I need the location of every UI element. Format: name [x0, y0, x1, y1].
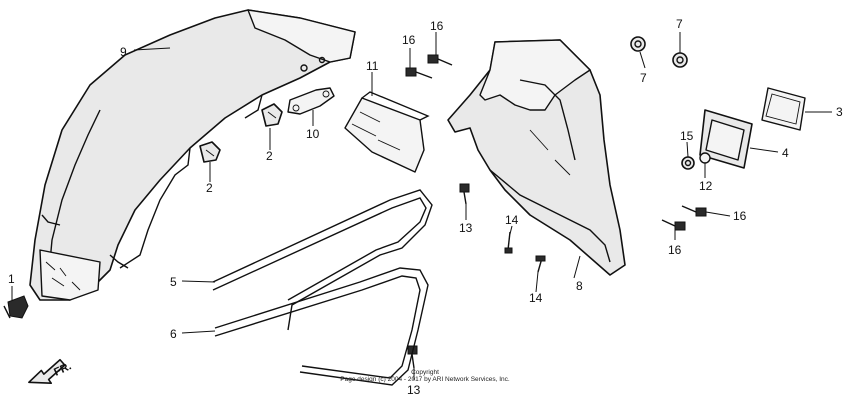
- callout-5: 5: [170, 275, 177, 289]
- callout-13-upper: 13: [459, 221, 473, 235]
- bolt-part-13-upper[interactable]: [459, 183, 470, 205]
- callout-14-upper: 14: [505, 213, 519, 227]
- trim-strip-part-6[interactable]: [214, 267, 429, 386]
- callout-7-right: 7: [676, 17, 683, 31]
- callout-16-c: 16: [733, 209, 747, 223]
- bolt-part-16-lower-left[interactable]: [661, 219, 686, 231]
- callout-6: 6: [170, 327, 177, 341]
- callout-12: 12: [699, 179, 713, 193]
- callout-16-a: 16: [402, 33, 416, 47]
- callout-4: 4: [782, 146, 789, 160]
- trim-strip-part-5[interactable]: [212, 189, 433, 331]
- callout-8: 8: [576, 279, 583, 293]
- callout-11: 11: [366, 59, 379, 73]
- callout-3: 3: [836, 105, 843, 119]
- bolt-part-16-upper-left[interactable]: [405, 67, 433, 79]
- bracket-part-10[interactable]: [287, 87, 335, 115]
- leader-lines: [11, 32, 832, 380]
- callout-9: 9: [120, 45, 127, 59]
- copyright-line-1: Copyright: [411, 369, 439, 376]
- callout-15: 15: [680, 129, 694, 143]
- clip-part-1[interactable]: [3, 295, 29, 319]
- callout-14-lower: 14: [529, 291, 543, 305]
- callout-labels: 9 1 2 2 10 11 16 16 7 7 3 4 15 12 16 16 …: [8, 17, 843, 397]
- callout-2-lower: 2: [206, 181, 213, 195]
- washer-part-12[interactable]: [699, 152, 711, 164]
- nut-part-2-lower[interactable]: [199, 141, 221, 163]
- nut-part-15[interactable]: [681, 156, 695, 170]
- license-bracket-part-11[interactable]: [344, 91, 430, 173]
- copyright-footer: Copyright Page design (c) 2004 - 2017 by…: [340, 369, 510, 383]
- lens-part-3[interactable]: [761, 87, 806, 131]
- callout-7-left: 7: [640, 71, 647, 85]
- callout-2-upper: 2: [266, 149, 273, 163]
- light-base-part-4[interactable]: [699, 109, 753, 169]
- front-arrow-icon: [28, 358, 66, 385]
- callout-16-b: 16: [430, 19, 444, 33]
- callout-10: 10: [306, 127, 320, 141]
- front-direction-indicator: FR.: [28, 358, 73, 385]
- nut-part-2-upper[interactable]: [261, 103, 283, 127]
- grommet-part-7-right[interactable]: [672, 52, 688, 68]
- inner-fender-part-8[interactable]: [447, 39, 626, 276]
- screw-part-14-upper[interactable]: [504, 231, 513, 254]
- rear-fender-part-9[interactable]: [29, 9, 356, 301]
- grommet-part-7-left[interactable]: [630, 36, 646, 52]
- screw-part-14-lower[interactable]: [535, 255, 546, 273]
- callout-13-lower: 13: [407, 383, 421, 397]
- bolt-part-16-upper-right[interactable]: [427, 54, 453, 66]
- copyright-line-2: Page design (c) 2004 - 2017 by ARI Netwo…: [340, 376, 510, 383]
- callout-16-d: 16: [668, 243, 682, 257]
- callout-1: 1: [8, 272, 15, 286]
- bolt-part-16-lower-right[interactable]: [681, 205, 707, 217]
